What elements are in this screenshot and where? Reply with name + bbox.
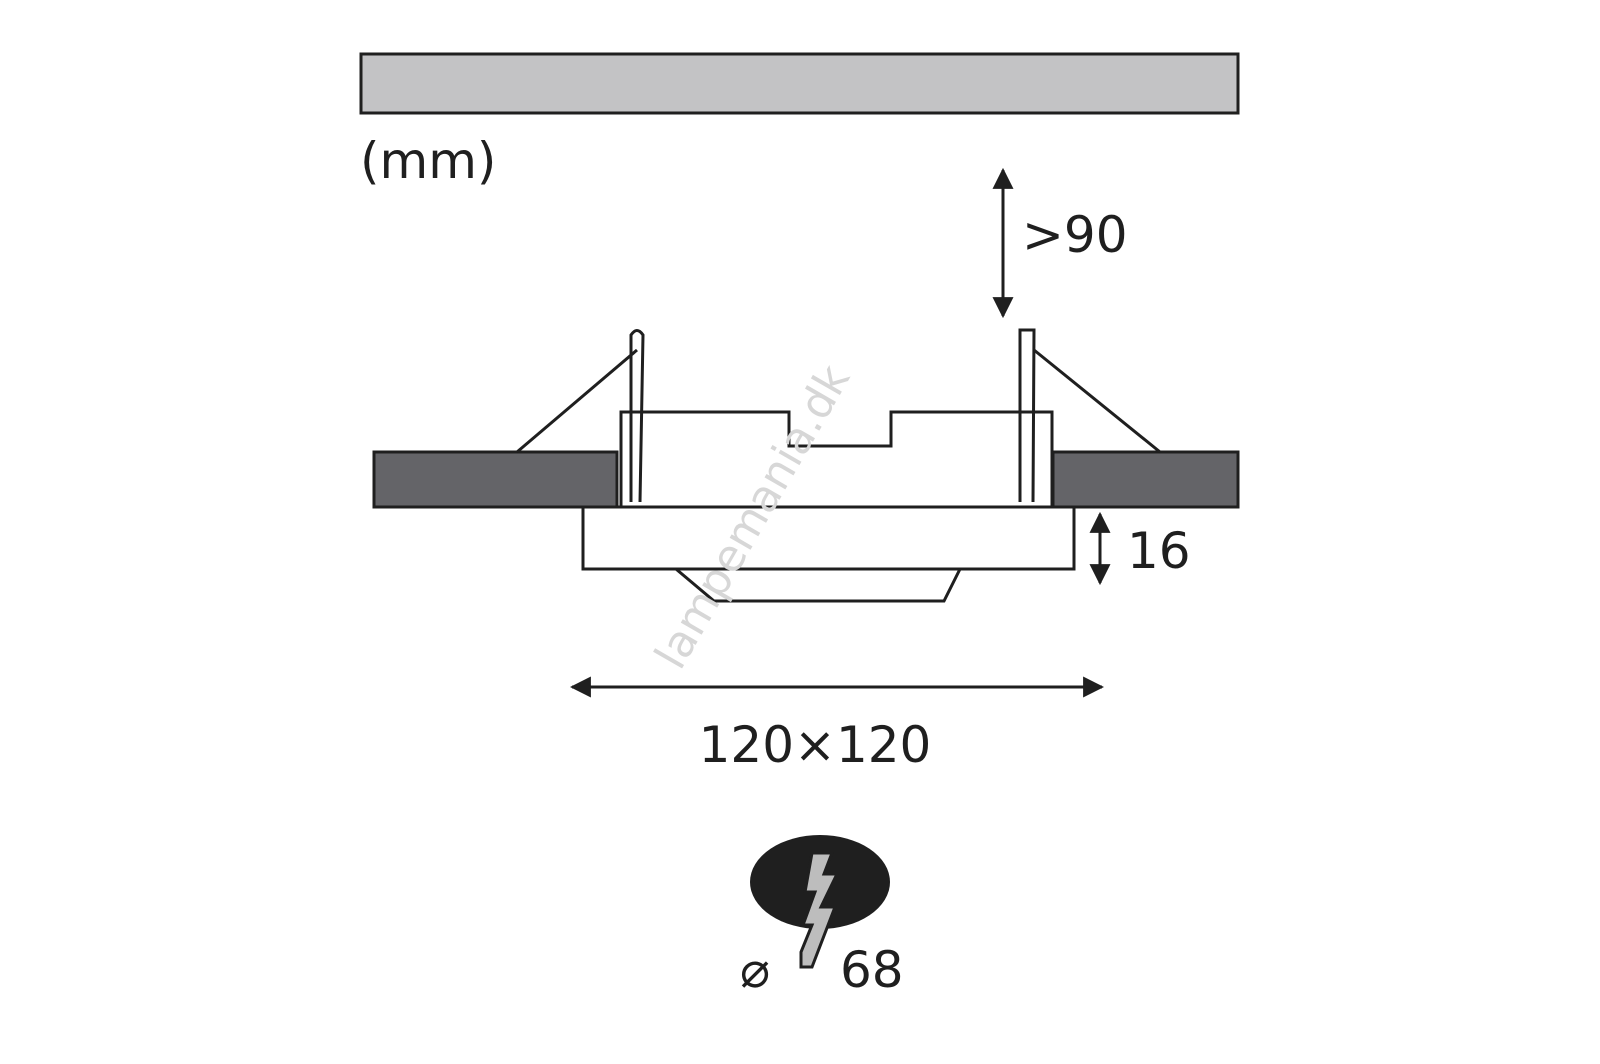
cutout-diameter-symbol: ⌀: [740, 941, 770, 999]
lamp-housing: [619, 410, 1054, 509]
units-label: (mm): [360, 132, 496, 190]
height-label: 16: [1127, 522, 1191, 580]
spring-clip-right: [1018, 328, 1161, 503]
spring-clip-left: [516, 329, 645, 503]
cutout-label: 68: [840, 941, 904, 999]
ceiling-section-left: [372, 450, 619, 509]
cutout-hole-icon: [750, 835, 890, 969]
lamp-lens: [671, 567, 963, 603]
size-label: 120×120: [699, 716, 932, 774]
clearance-label: >90: [1022, 206, 1128, 264]
ceiling-slab: [359, 52, 1240, 115]
ceiling-section-right: [1051, 450, 1240, 509]
lamp-frame: [581, 505, 1076, 571]
